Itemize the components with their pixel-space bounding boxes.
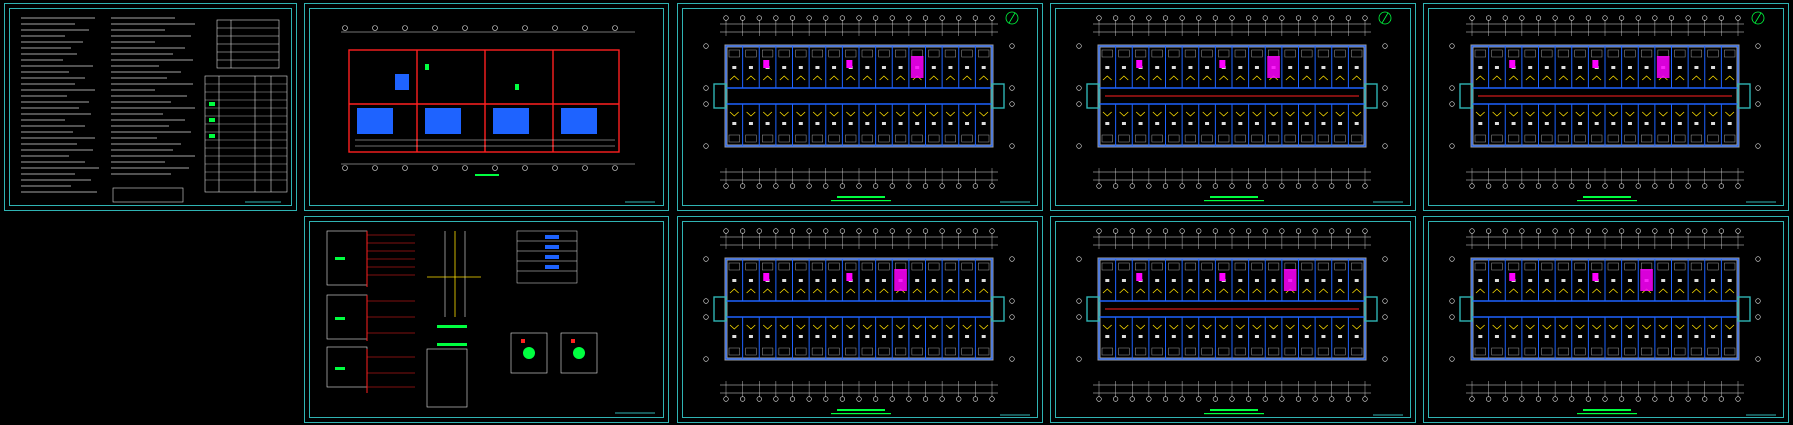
sheet-floor-plan-1[interactable] — [677, 3, 1043, 211]
sheet-floor-plan-2[interactable] — [1050, 3, 1416, 211]
sheet-floor-plan-6[interactable] — [1423, 216, 1789, 423]
floor-plan-6-drawing — [1449, 228, 1776, 416]
sheet-system-diagram[interactable] — [304, 216, 669, 423]
floor-plan-5-drawing — [1076, 228, 1403, 416]
floor-plan-1-drawing — [703, 11, 1030, 203]
floor-plan-4-drawing — [703, 228, 1030, 416]
sheet-building-section[interactable] — [304, 3, 669, 211]
sheet-design-notes[interactable] — [4, 3, 297, 211]
sheet-floor-plan-3[interactable] — [1423, 3, 1789, 211]
floor-plan-3-drawing — [1449, 11, 1776, 203]
system-diagram-drawing — [326, 230, 655, 414]
design-notes-drawing — [21, 17, 288, 203]
floor-plan-2-drawing — [1076, 11, 1403, 203]
section-drawing — [341, 25, 655, 203]
sheet-floor-plan-4[interactable] — [677, 216, 1043, 423]
sheet-floor-plan-5[interactable] — [1050, 216, 1416, 423]
